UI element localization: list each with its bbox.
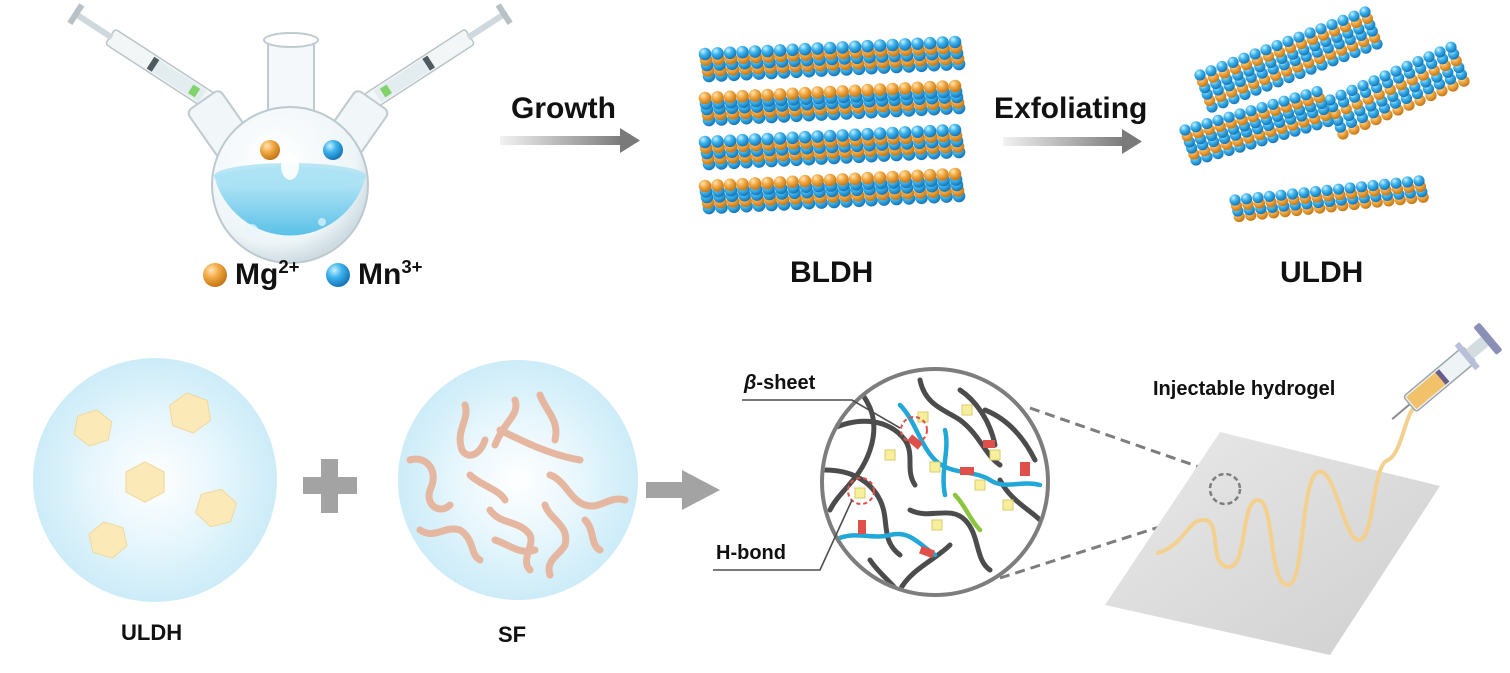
bldh-stack <box>698 35 966 215</box>
uldh-chains <box>832 402 1043 558</box>
ldh-nanosheet-hexagon <box>73 409 113 447</box>
ldh-nanosheet-hexagon <box>125 461 165 503</box>
mg-ion-in-flask <box>260 140 280 160</box>
callout-lines <box>713 399 901 571</box>
mn-legend-label: Mn3+ <box>358 256 423 291</box>
exfoliating-label: Exfoliating <box>994 92 1148 125</box>
injectable-hydrogel-label: Injectable hydrogel <box>1153 378 1336 400</box>
nanosheet-layer <box>698 123 966 171</box>
mn-ion-in-flask <box>323 140 343 160</box>
ldh-nanosheet-hexagon <box>169 392 211 434</box>
hydrogel-filament <box>1156 408 1414 588</box>
sf-dispersion <box>398 360 638 600</box>
uldh-dispersion <box>33 358 277 602</box>
nanosheet-layer <box>1324 41 1470 140</box>
h-bond-highlight <box>847 477 875 505</box>
zoom-region-marker <box>1208 472 1242 506</box>
mg-legend-label: Mg2+ <box>235 256 300 291</box>
ion-legend <box>203 263 350 287</box>
uldh-bottom-label: ULDH <box>121 620 183 645</box>
uldh-top-label: ULDH <box>1280 256 1364 289</box>
plus-icon <box>303 459 357 513</box>
left-syringe <box>67 3 247 126</box>
beta-sheet-highlight <box>900 416 928 444</box>
growth-label: Growth <box>511 92 616 125</box>
crosslink-nodes <box>854 404 1014 531</box>
ldh-nanosheet-hexagon <box>195 488 237 528</box>
beta-sheet-label: β-sheet <box>744 372 816 394</box>
injection-syringe <box>1391 323 1502 420</box>
bldh-label: BLDH <box>790 256 874 289</box>
growth-arrow <box>500 128 640 153</box>
h-bond-segment <box>952 492 983 533</box>
right-syringe <box>333 3 513 126</box>
h-bond-label: H-bond <box>716 542 786 564</box>
beta-sheet-blocks <box>858 434 1030 559</box>
exfoliating-arrow <box>1003 129 1142 154</box>
nanosheet-layer <box>1229 175 1429 223</box>
nanosheet-layer <box>698 35 966 83</box>
nanosheet-layer <box>698 79 966 127</box>
substrate-sheet <box>1105 408 1440 655</box>
mn-legend-icon <box>326 263 350 287</box>
ldh-nanosheet-hexagon <box>88 521 128 559</box>
nanosheet-layer <box>1179 86 1334 166</box>
hydrogel-network-zoom <box>820 367 1050 597</box>
silk-fibroin-fibers <box>406 391 629 579</box>
round-bottom-flask <box>67 3 513 264</box>
sf-label: SF <box>498 622 527 647</box>
nanosheet-layer <box>698 167 966 215</box>
mg-legend-icon <box>203 263 227 287</box>
uldh-sheets <box>1179 6 1470 223</box>
nanosheet-layer <box>1194 6 1383 113</box>
mixing-arrow <box>646 470 720 510</box>
